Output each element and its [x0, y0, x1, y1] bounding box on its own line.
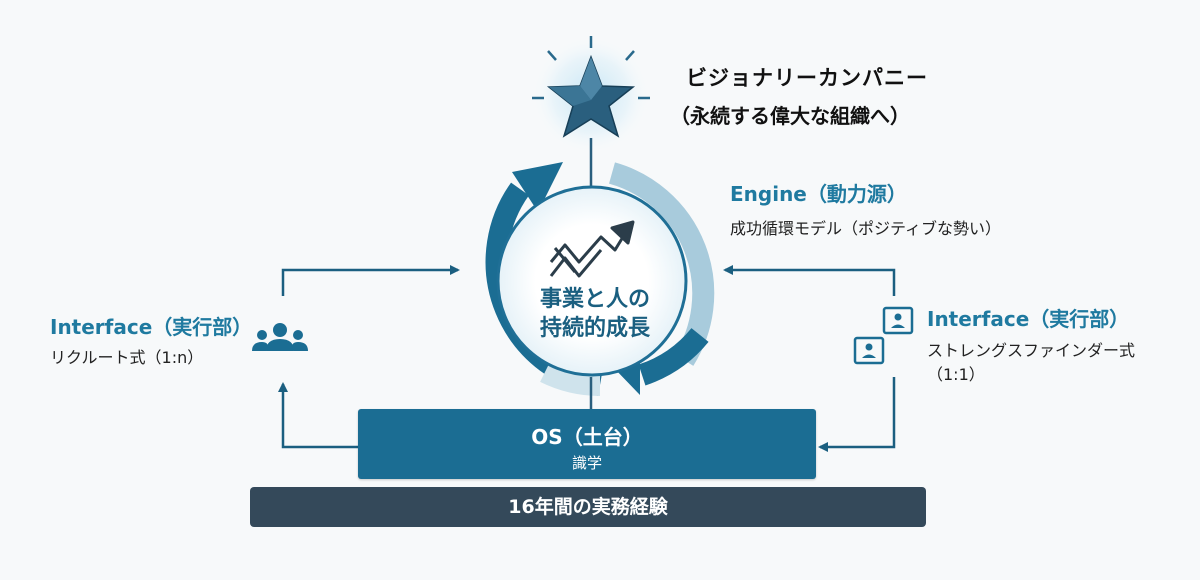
- os-arrow-to-left: [278, 382, 358, 449]
- cycle-arrowhead-top: [512, 162, 563, 212]
- engine-title: Engine（動力源）: [730, 182, 907, 206]
- interface-right-subtitle-1: ストレングスファインダー式: [927, 341, 1136, 360]
- right-arrow-to-cycle: [723, 265, 896, 296]
- cycle-arc-left-fade: [540, 362, 601, 396]
- goal-subtitle: （永続する偉大な組織へ）: [670, 104, 910, 128]
- core-circle: [496, 185, 688, 377]
- group-icon: [252, 323, 308, 351]
- experience-foundation-bar: 16年間の実務経験: [250, 487, 926, 527]
- os-title: OS（土台）: [531, 425, 643, 449]
- os-box: OS（土台） 識学: [358, 409, 816, 479]
- core-label-line2: 持続的成長: [539, 316, 650, 341]
- os-subtitle: 識学: [571, 454, 602, 472]
- right-arrow-to-os: [818, 377, 896, 452]
- interface-left-title: Interface（実行部）: [50, 315, 253, 339]
- interface-right-title: Interface（実行部）: [927, 307, 1130, 331]
- engine-subtitle: 成功循環モデル（ポジティブな勢い）: [730, 219, 1002, 238]
- star-rays: [532, 36, 650, 100]
- interface-left-subtitle: リクルート式（1:n）: [50, 348, 204, 367]
- growth-chart-icon: [549, 220, 635, 278]
- interface-right-subtitle-2: （1:1）: [927, 365, 985, 384]
- cycle-arc-right: [608, 162, 715, 366]
- core-label-line1: 事業と人の: [539, 287, 650, 312]
- goal-title: ビジョナリーカンパニー: [686, 66, 928, 90]
- core-label: 事業と人の 持続的成長: [495, 285, 695, 343]
- left-arrow-to-cycle: [281, 265, 460, 296]
- person-card-icon: [853, 306, 914, 365]
- cycle-arc-right-lower: [638, 327, 709, 386]
- star-icon: [546, 54, 636, 138]
